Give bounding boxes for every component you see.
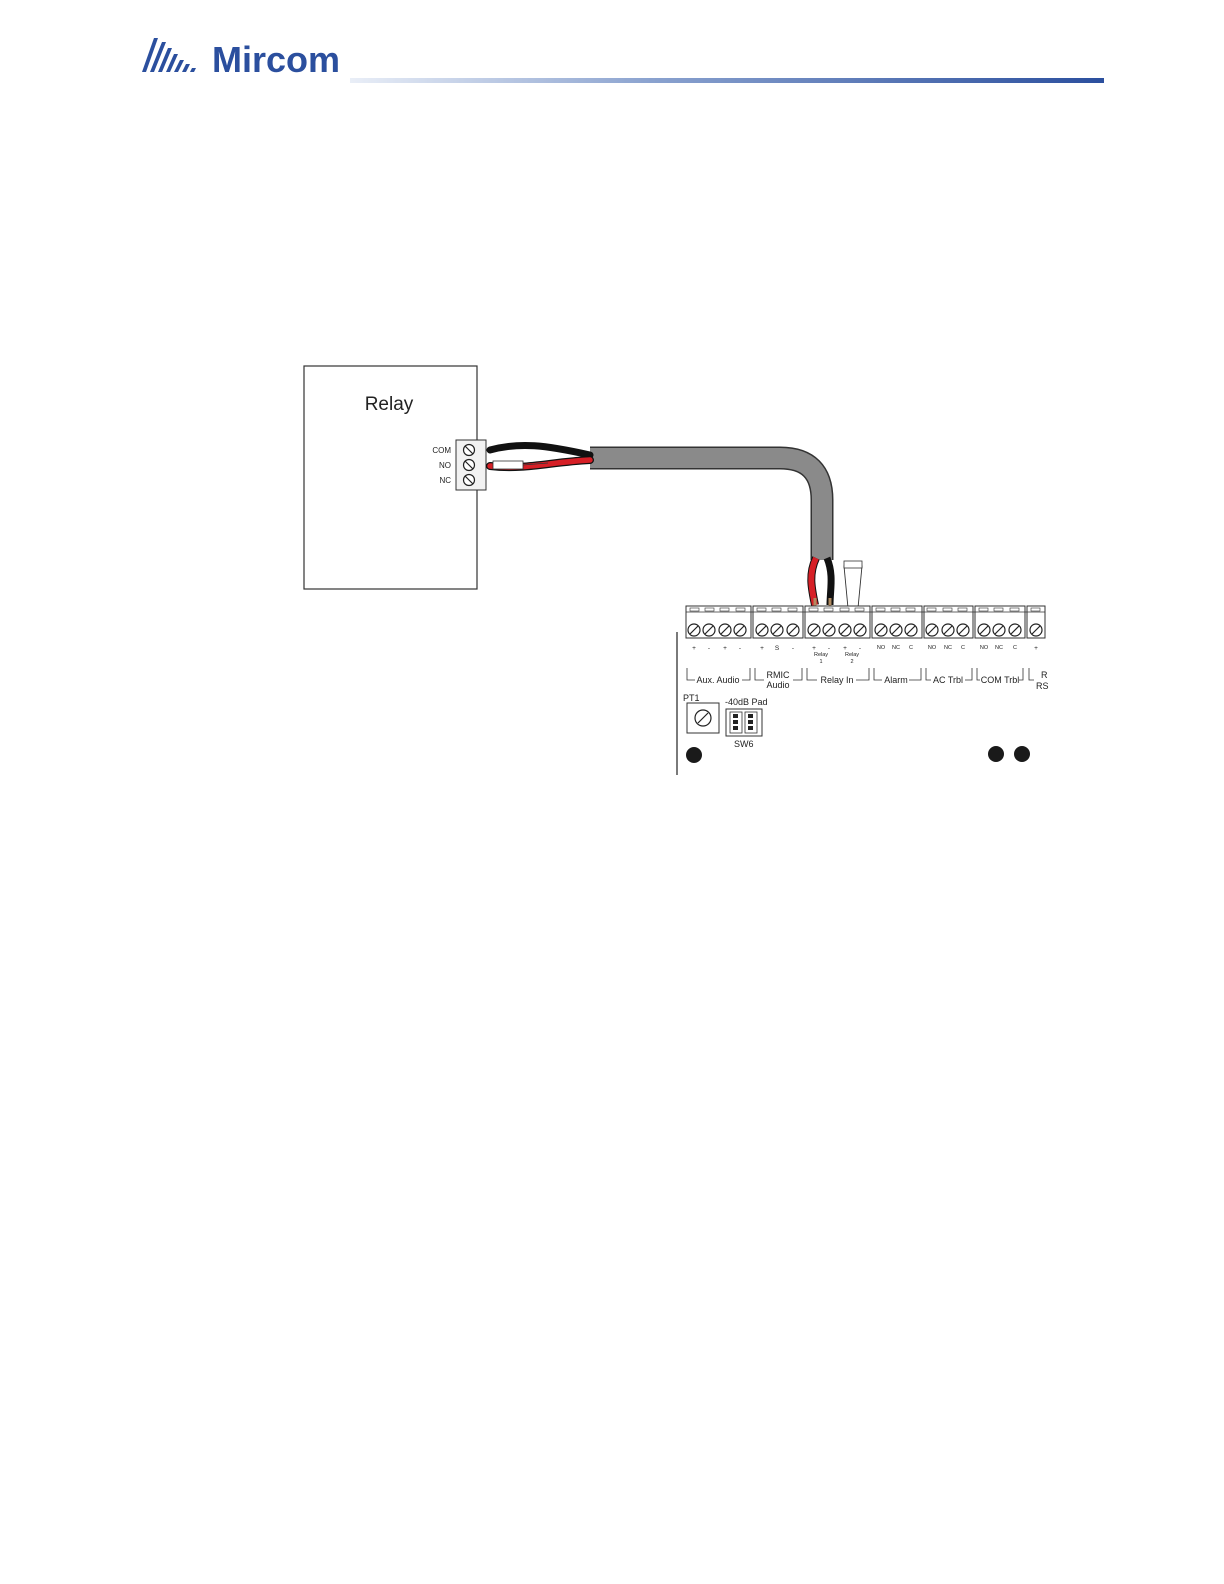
- black-wire-relay-end: [490, 445, 590, 455]
- relay-sub-label: Relay: [814, 652, 828, 658]
- black-wire-board-end: [827, 558, 831, 605]
- mounting-hole: [988, 746, 1004, 762]
- pad-label: -40dB Pad: [725, 697, 768, 707]
- pin-label: -: [739, 645, 741, 652]
- pin-label: +: [812, 645, 816, 652]
- relay-device-title: Relay: [365, 394, 414, 415]
- mounting-hole: [1014, 746, 1030, 762]
- pin-label: NC: [995, 645, 1003, 651]
- group-label-cut-line2: RS: [1036, 681, 1049, 691]
- mounting-hole: [686, 747, 702, 763]
- pin-label: -: [828, 645, 830, 652]
- pin-label: C: [961, 645, 965, 651]
- pin-label: NO: [980, 645, 989, 651]
- group-label-rmic-line2: Audio: [766, 680, 789, 690]
- relay-sub-label: 2: [850, 659, 853, 665]
- drain-wire-board-end: [844, 566, 862, 608]
- pin-label: C: [1013, 645, 1017, 651]
- pin-label: -: [792, 645, 794, 652]
- relay-sub-label: 1: [819, 659, 822, 665]
- cable-jacket-fill: [590, 458, 822, 560]
- pin-label: S: [775, 645, 780, 652]
- pin-label: -: [708, 645, 710, 652]
- cable-jacket: [590, 458, 822, 560]
- group-label-aux-audio: Aux. Audio: [696, 675, 739, 685]
- sw6-label: SW6: [734, 739, 754, 749]
- board-screws: [688, 624, 1042, 636]
- group-label-alarm: Alarm: [884, 675, 908, 685]
- terminal-label-com: COM: [432, 446, 451, 455]
- pin-label: NC: [892, 645, 900, 651]
- group-label-ac-trbl: AC Trbl: [933, 675, 963, 685]
- pin-label: -: [859, 645, 861, 652]
- terminal-label-nc: NC: [439, 476, 451, 485]
- group-label-cut-line1: R: [1041, 670, 1048, 680]
- group-label-relay-in: Relay In: [820, 675, 853, 685]
- pin-label: NO: [877, 645, 886, 651]
- pin-label: NO: [928, 645, 937, 651]
- drain-wire-relay-end: [493, 461, 523, 469]
- pin-label: +: [1034, 645, 1038, 652]
- group-label-com-trbl: COM Trbl: [981, 675, 1020, 685]
- terminal-label-no: NO: [439, 461, 451, 470]
- group-label-rmic-line1: RMIC: [767, 670, 790, 680]
- pin-label: +: [760, 645, 764, 652]
- pin-label: +: [723, 645, 727, 652]
- pt1-label: PT1: [683, 693, 700, 703]
- relay-sub-label: Relay: [845, 652, 859, 658]
- relay-terminal-screws: [464, 445, 475, 486]
- pin-label: NC: [944, 645, 952, 651]
- pin-label: +: [692, 645, 696, 652]
- pin-label: +: [843, 645, 847, 652]
- pin-label: C: [909, 645, 913, 651]
